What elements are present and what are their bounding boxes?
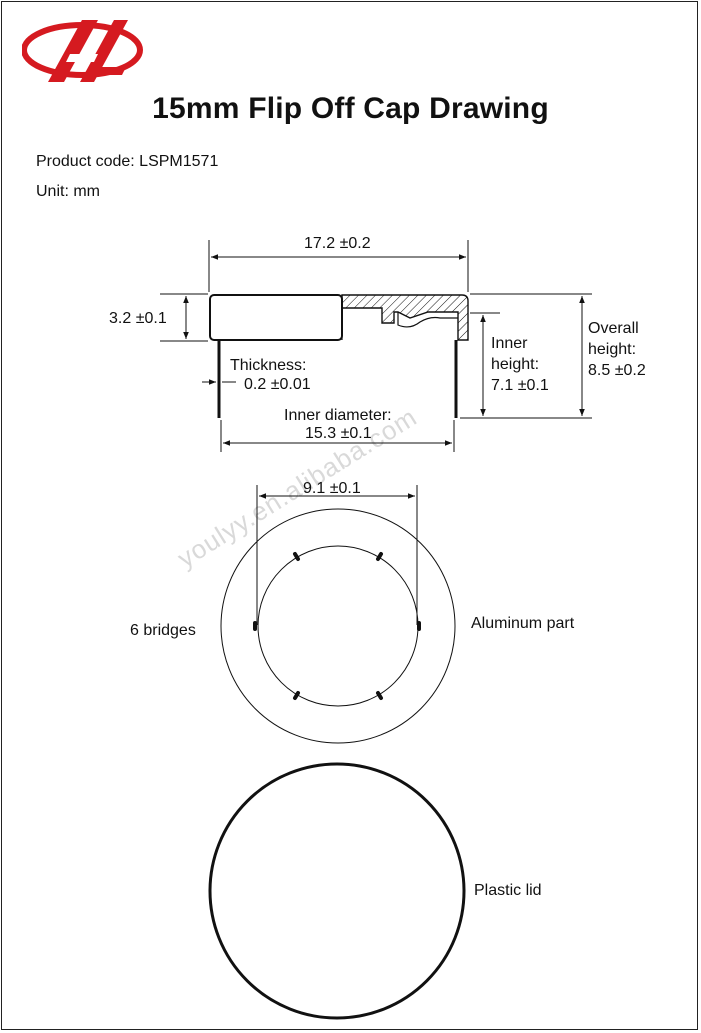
inner-diameter-value: 15.3 ±0.1 [305, 425, 372, 442]
company-logo [22, 20, 143, 82]
bridge-marks [253, 552, 421, 700]
aluminum-part-label: Aluminum part [471, 615, 575, 632]
bridge-mark [293, 691, 300, 700]
aluminum-part-view [220, 508, 456, 744]
bridges-label: 6 bridges [130, 622, 196, 639]
plastic-lid-label: Plastic lid [474, 882, 542, 899]
thickness-value: 0.2 ±0.01 [244, 376, 311, 393]
thickness-label: Thickness: [230, 357, 307, 374]
bridge-mark [293, 552, 300, 561]
overall-height-label: Overall height: 8.5 ±0.2 [588, 320, 646, 379]
aluminum-outer-circle [220, 508, 456, 744]
unit-label: Unit: mm [36, 183, 100, 200]
aluminum-inner-circle [257, 545, 419, 707]
product-code: Product code: LSPM1571 [36, 153, 219, 170]
inner-diameter-label: Inner diameter: [284, 407, 392, 424]
plastic-lid-circle [208, 762, 466, 1020]
bridge-mark [376, 691, 383, 700]
inner-height-label: Inner height: 7.1 ±0.1 [491, 335, 549, 394]
width-dimension-label: 17.2 ±0.2 [304, 235, 371, 252]
aluminum-dimension-label: 9.1 ±0.1 [303, 480, 361, 497]
inner-hook [397, 312, 458, 328]
page-title: 15mm Flip Off Cap Drawing [152, 92, 549, 125]
top-height-dimension-label: 3.2 ±0.1 [109, 310, 167, 327]
side-view-cross-section [209, 294, 469, 418]
bridge-mark [376, 552, 383, 561]
plastic-hatched-section [341, 294, 469, 341]
aluminum-top-block [209, 294, 343, 341]
dimension-lines [160, 240, 592, 625]
